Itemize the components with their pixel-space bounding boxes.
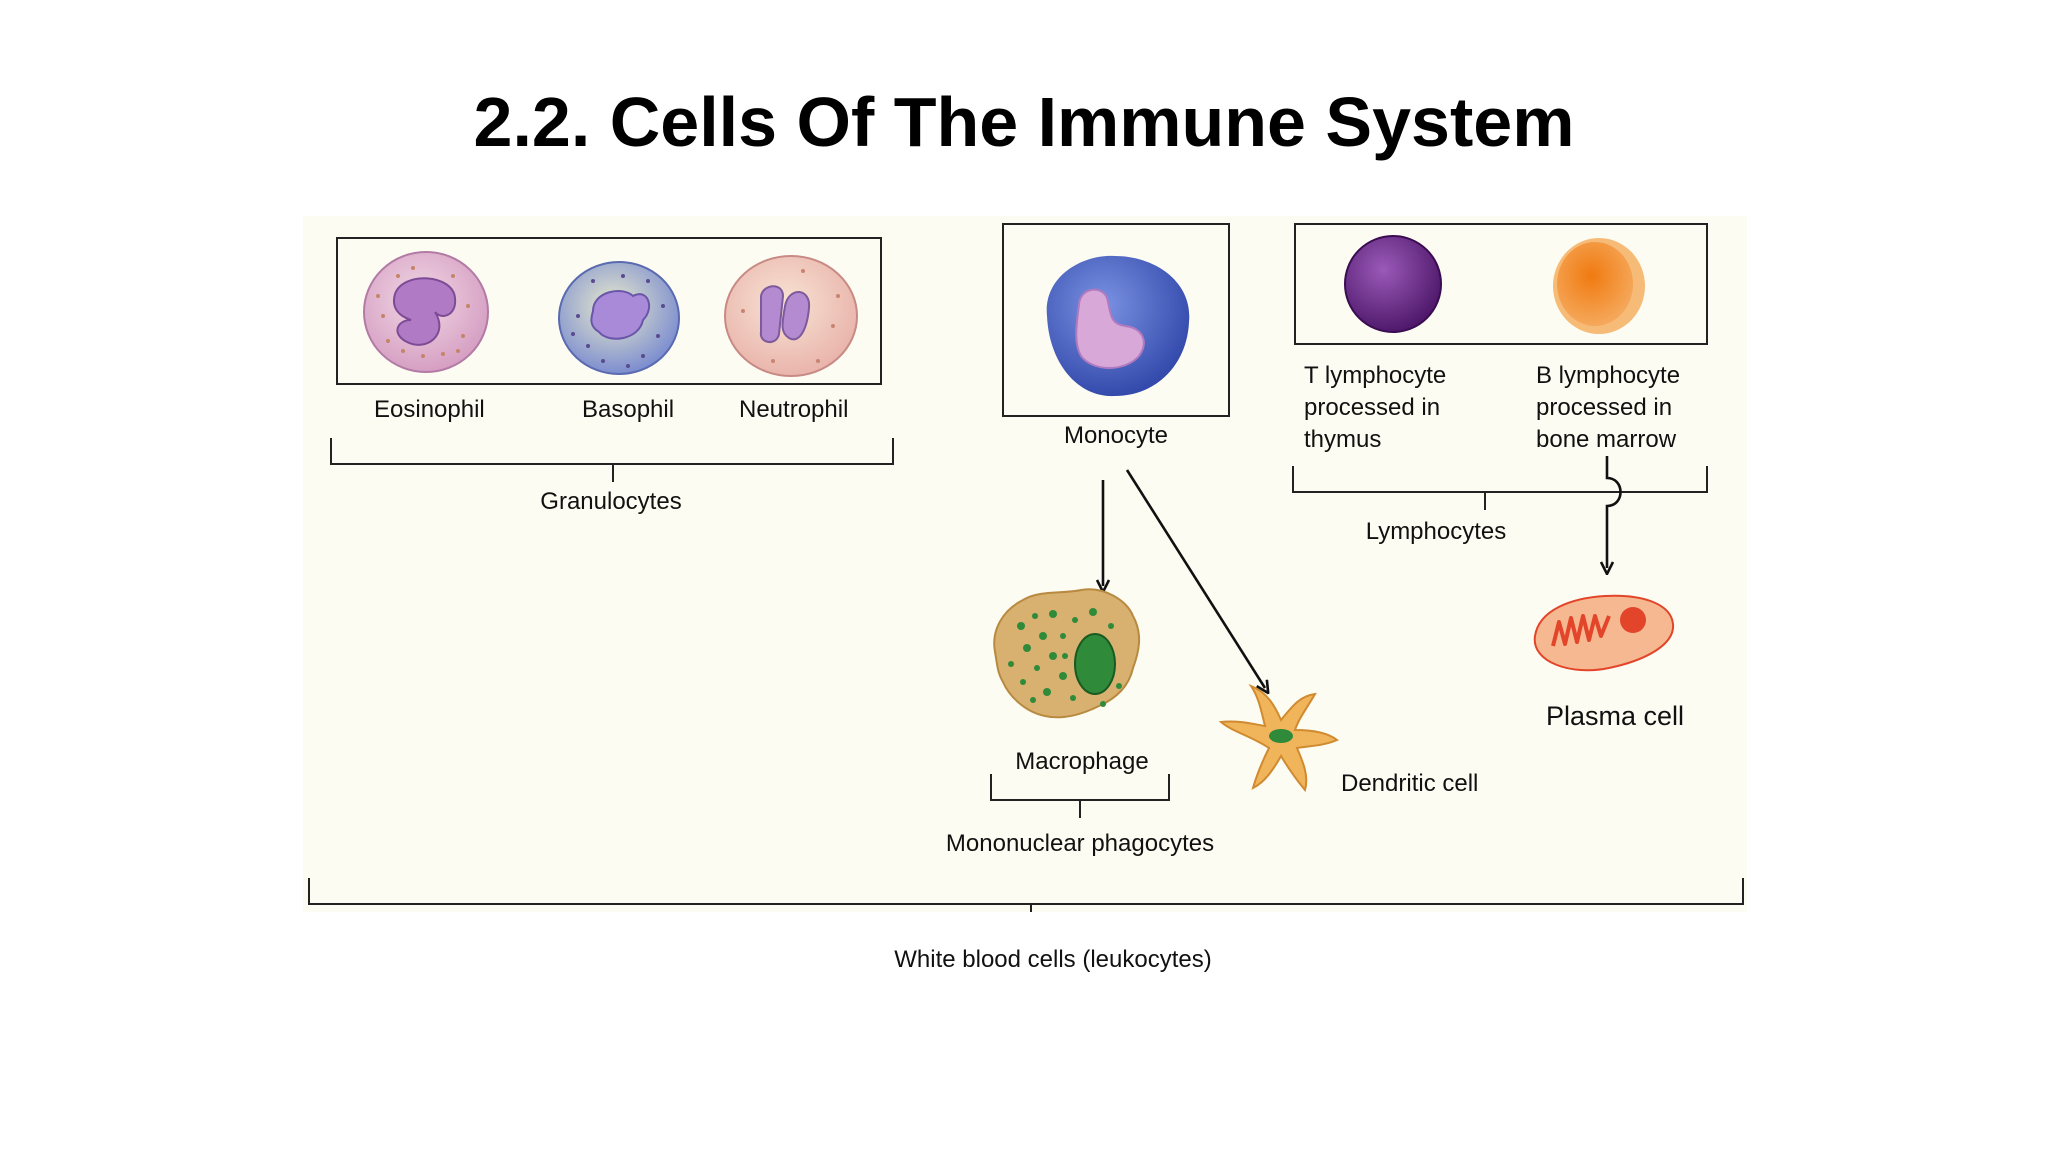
immune-cells-diagram: Eosinophil Basophil Neutrophil Granulocy…: [303, 216, 1747, 912]
plasma-cell: [1533, 594, 1675, 672]
label-lymphocytes: Lymphocytes: [1365, 518, 1507, 545]
granulocytes-bracket: [330, 438, 894, 482]
label-plasma-cell: Plasma cell: [1545, 701, 1685, 731]
monocyte-to-dendritic-arrow: [1125, 469, 1265, 688]
monocyte-box: [1002, 223, 1230, 417]
label-monocyte: Monocyte: [1063, 422, 1169, 449]
basophil-cell: [558, 261, 680, 375]
macrophage-cell: [993, 588, 1140, 719]
lymphocytes-box: [1294, 223, 1708, 345]
neutrophil-cell: [724, 255, 858, 377]
diagram-artwork: [308, 223, 1744, 912]
label-b-lymphocyte: B lymphocyte processed in bone marrow: [1536, 362, 1681, 453]
b-lymphocyte-cell: [1553, 238, 1645, 334]
label-mononuclear-phagocytes: Mononuclear phagocytes: [945, 830, 1215, 857]
mononuclear-bracket: [990, 774, 1170, 818]
label-basophil: Basophil: [582, 396, 675, 423]
eosinophil-cell: [363, 251, 489, 373]
label-white-blood-cells: White blood cells (leukocytes): [894, 946, 1212, 973]
dendritic-cell: [1218, 683, 1339, 793]
monocyte-cell: [1046, 255, 1190, 397]
label-granulocytes: Granulocytes: [540, 488, 682, 515]
granulocytes-box: [336, 237, 882, 385]
label-eosinophil: Eosinophil: [374, 396, 485, 423]
label-neutrophil: Neutrophil: [739, 396, 849, 423]
leukocytes-bracket: [308, 878, 1744, 912]
slide-title: 2.2. Cells Of The Immune System: [473, 83, 1575, 161]
lymphocytes-bracket: [1292, 466, 1708, 510]
b-to-plasma-arrow: [1607, 456, 1622, 568]
label-macrophage: Macrophage: [1015, 748, 1149, 775]
label-dendritic-cell: Dendritic cell: [1341, 770, 1479, 797]
t-lymphocyte-cell: [1344, 235, 1442, 333]
label-t-lymphocyte: T lymphocyte processed in thymus: [1304, 362, 1447, 453]
